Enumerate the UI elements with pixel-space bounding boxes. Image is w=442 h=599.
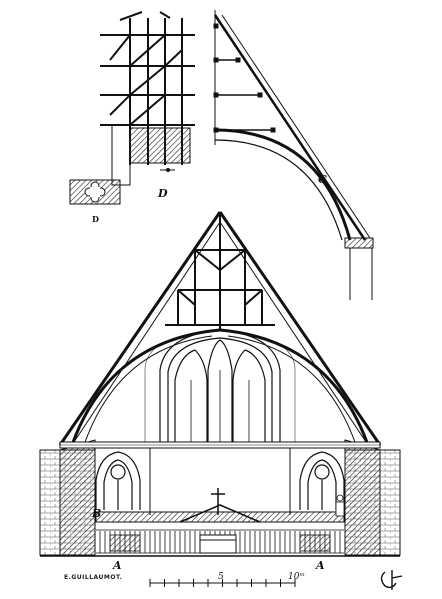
altar-cross — [211, 488, 225, 515]
altar — [199, 534, 237, 554]
pews-left — [109, 534, 141, 552]
statue — [335, 494, 345, 517]
scale-label-end: 10ᵐ — [288, 572, 305, 582]
tie-beam — [59, 441, 381, 449]
scale-label-mid: 5 — [218, 572, 224, 582]
scale-bar — [149, 579, 296, 587]
label-a-left: A — [113, 559, 122, 572]
pews-right — [299, 534, 331, 552]
great-window — [159, 329, 281, 445]
label-b: B — [92, 507, 102, 520]
frame-detail-d-base — [111, 124, 191, 186]
frame-detail-d — [100, 11, 195, 165]
rood-screen — [95, 504, 345, 523]
label-d: D — [158, 187, 168, 200]
wall-left — [39, 439, 96, 556]
side-window-right — [299, 451, 345, 510]
aisle-roofs — [95, 447, 345, 515]
beam-section-detail — [69, 179, 121, 205]
label-c: C — [318, 173, 327, 186]
label-a-right: A — [316, 559, 325, 572]
roof-truss — [70, 212, 370, 446]
side-window-left — [95, 451, 141, 510]
wall-right — [344, 439, 401, 556]
monogram-seal — [380, 570, 403, 590]
engraver-signature: E.GUILLAUMOT. — [64, 574, 123, 581]
gable-roof — [58, 211, 382, 446]
arched-brace-detail-c — [213, 10, 374, 300]
label-d-small: D — [92, 214, 99, 224]
